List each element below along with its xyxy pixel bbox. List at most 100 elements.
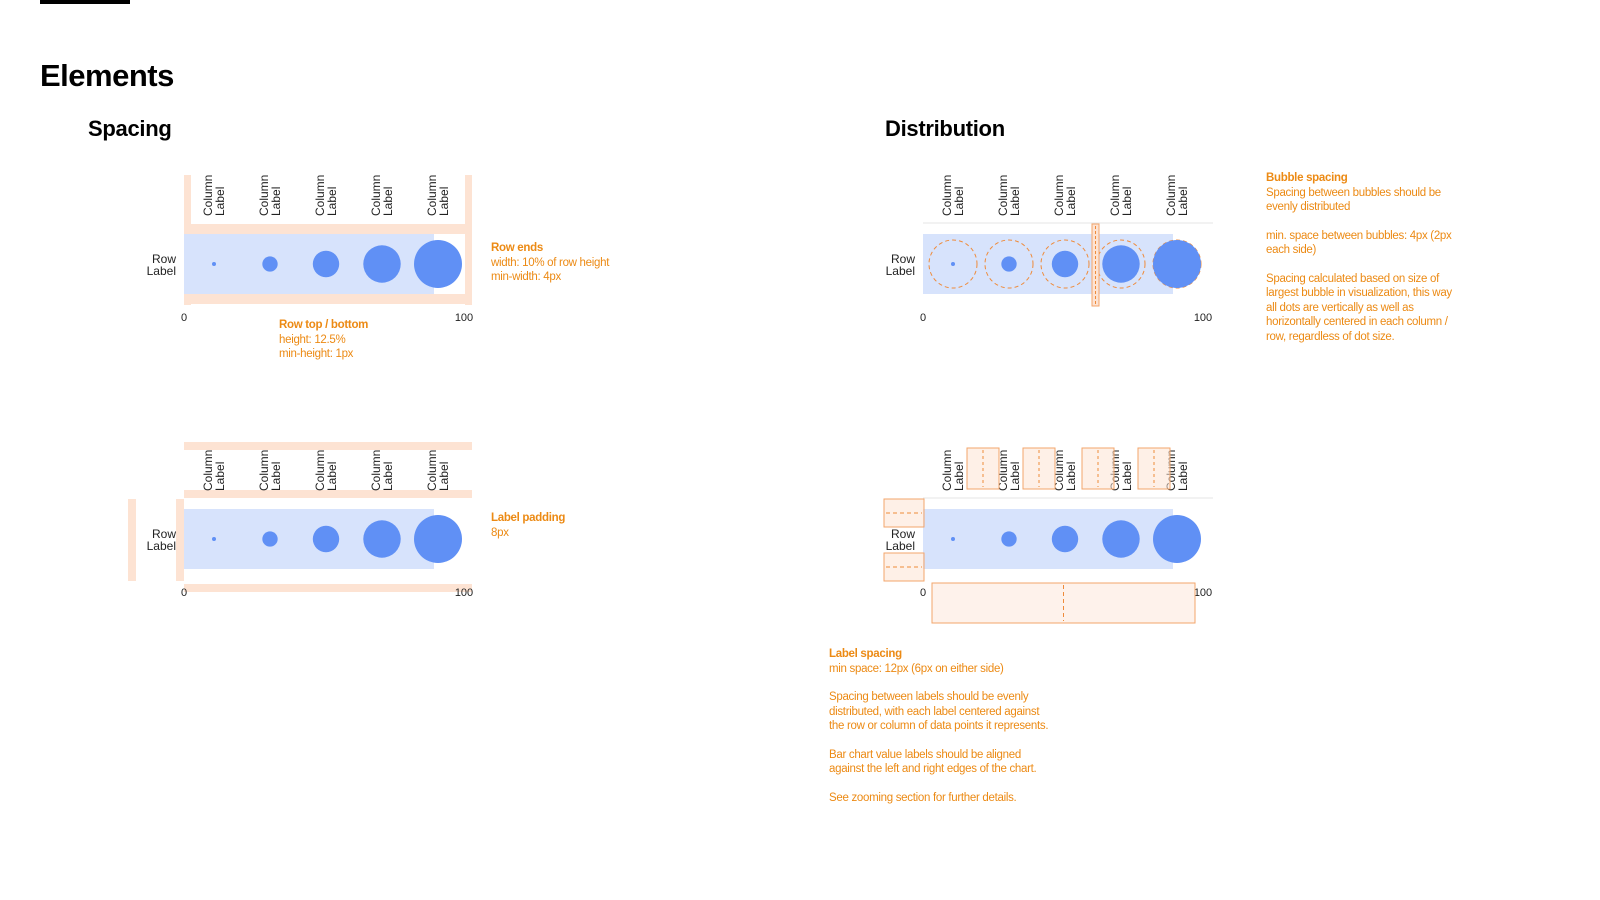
page-title: Elements xyxy=(40,58,174,93)
column-label-line: Column xyxy=(369,175,383,216)
row-label-line: Label xyxy=(886,264,915,278)
axis-min-label: 0 xyxy=(920,587,926,599)
bubble xyxy=(262,531,278,547)
column-label-line: Column xyxy=(1164,175,1178,216)
bubble xyxy=(1102,245,1140,283)
note-row-top-bottom-line: min-height: 1px xyxy=(279,348,354,360)
bubble xyxy=(414,240,462,288)
column-label: ColumnLabel xyxy=(369,450,395,491)
column-label: ColumnLabel xyxy=(940,450,966,491)
column-label-line: Column xyxy=(369,450,383,491)
column-label: ColumnLabel xyxy=(996,175,1022,216)
bubble xyxy=(363,245,401,283)
note-row-top-bottom-title: Row top / bottom xyxy=(279,319,369,331)
note-label-spacing-line: See zooming section for further details. xyxy=(829,791,1017,804)
column-label-line: Column xyxy=(257,450,271,491)
note-bubble-spacing: Bubble spacing Spacing between bubbles s… xyxy=(1266,171,1452,344)
bubble xyxy=(951,262,955,266)
column-label-line: Column xyxy=(996,175,1010,216)
column-label-line: Label xyxy=(1120,187,1134,216)
note-bubble-spacing-line: Spacing between bubbles should be xyxy=(1266,186,1441,199)
note-label-spacing-line: min space: 12px (6px on either side) xyxy=(829,662,1004,675)
column-label: ColumnLabel xyxy=(996,450,1022,491)
note-bubble-spacing-line: evenly distributed xyxy=(1266,201,1351,213)
bubble xyxy=(312,525,340,553)
note-bubble-spacing-line: horizontally centered in each column / xyxy=(1266,316,1448,328)
row-label-line: Label xyxy=(886,539,915,553)
note-label-spacing-title: Label spacing xyxy=(829,648,902,660)
label-padding-guide-right xyxy=(176,499,184,581)
axis-min-label: 0 xyxy=(181,312,187,324)
column-label-line: Label xyxy=(437,187,451,216)
column-label: ColumnLabel xyxy=(369,175,395,216)
note-label-spacing-line: Spacing between labels should be evenly xyxy=(829,691,1029,703)
column-label-line: Column xyxy=(940,175,954,216)
axis-max-label: 100 xyxy=(455,587,473,599)
bubble xyxy=(212,262,216,266)
bubble xyxy=(951,537,955,541)
note-row-top-bottom: Row top / bottom height: 12.5% min-heigh… xyxy=(279,318,368,362)
note-bubble-spacing-line: row, regardless of dot size. xyxy=(1266,330,1395,343)
column-label-line: Label xyxy=(213,462,227,491)
bubble xyxy=(363,520,401,558)
column-label-line: Label xyxy=(952,187,966,216)
bubble-spacing-guide xyxy=(928,239,978,289)
row-label-line: Row xyxy=(891,527,915,541)
column-label-line: Label xyxy=(381,187,395,216)
column-label-line: Column xyxy=(313,175,327,216)
bubble-spacing-guide xyxy=(1096,239,1146,289)
axis-min-label: 0 xyxy=(181,587,187,599)
column-label-line: Label xyxy=(325,187,339,216)
column-label-line: Label xyxy=(381,462,395,491)
bubble xyxy=(212,537,216,541)
note-label-spacing-line: the row or column of data points it repr… xyxy=(829,720,1049,732)
column-label: ColumnLabel xyxy=(257,175,283,216)
column-label: ColumnLabel xyxy=(1052,175,1078,216)
axis-max-label: 100 xyxy=(1194,312,1212,324)
bubble xyxy=(1001,256,1017,272)
axis-min-label: 0 xyxy=(920,312,926,324)
column-label-line: Label xyxy=(437,462,451,491)
column-label-line: Column xyxy=(940,450,954,491)
bubble xyxy=(1001,531,1017,547)
column-label-line: Label xyxy=(1008,462,1022,491)
row-top-guide xyxy=(184,224,472,234)
bubble xyxy=(1153,240,1201,288)
note-label-padding-title: Label padding xyxy=(491,512,566,524)
axis-max-label: 100 xyxy=(1194,587,1212,599)
note-row-ends-line: width: 10% of row height xyxy=(491,256,610,269)
bubble xyxy=(1102,520,1140,558)
column-label-line: Label xyxy=(269,187,283,216)
column-label: ColumnLabel xyxy=(1052,450,1078,491)
column-label-line: Label xyxy=(952,462,966,491)
row-label-line: Row xyxy=(152,527,176,541)
label-padding-guide-top xyxy=(184,442,472,450)
column-label: ColumnLabel xyxy=(1108,175,1134,216)
row-label-line: Label xyxy=(147,539,176,553)
note-row-top-bottom-line: height: 12.5% xyxy=(279,333,346,346)
column-label: ColumnLabel xyxy=(257,450,283,491)
bubble-gap-guide xyxy=(1091,223,1100,307)
column-label-line: Label xyxy=(1064,462,1078,491)
note-row-ends: Row ends width: 10% of row height min-wi… xyxy=(491,241,609,285)
column-label-line: Label xyxy=(325,462,339,491)
section-title-distribution: Distribution xyxy=(885,116,1005,141)
column-label: ColumnLabel xyxy=(425,175,451,216)
bubble xyxy=(414,515,462,563)
note-label-spacing-line: Bar chart value labels should be aligned xyxy=(829,748,1021,761)
column-label-line: Label xyxy=(1120,462,1134,491)
row-label-line: Label xyxy=(147,264,176,278)
note-row-ends-line: min-width: 4px xyxy=(491,271,561,283)
top-accent-bar xyxy=(40,0,130,4)
note-bubble-spacing-line: all dots are vertically as well as xyxy=(1266,301,1414,314)
column-label-line: Label xyxy=(1176,462,1190,491)
column-label-line: Column xyxy=(1108,175,1122,216)
column-label-line: Column xyxy=(425,450,439,491)
note-bubble-spacing-title: Bubble spacing xyxy=(1266,172,1348,184)
bubble xyxy=(262,256,278,272)
bubble-spacing-guide xyxy=(984,239,1034,289)
